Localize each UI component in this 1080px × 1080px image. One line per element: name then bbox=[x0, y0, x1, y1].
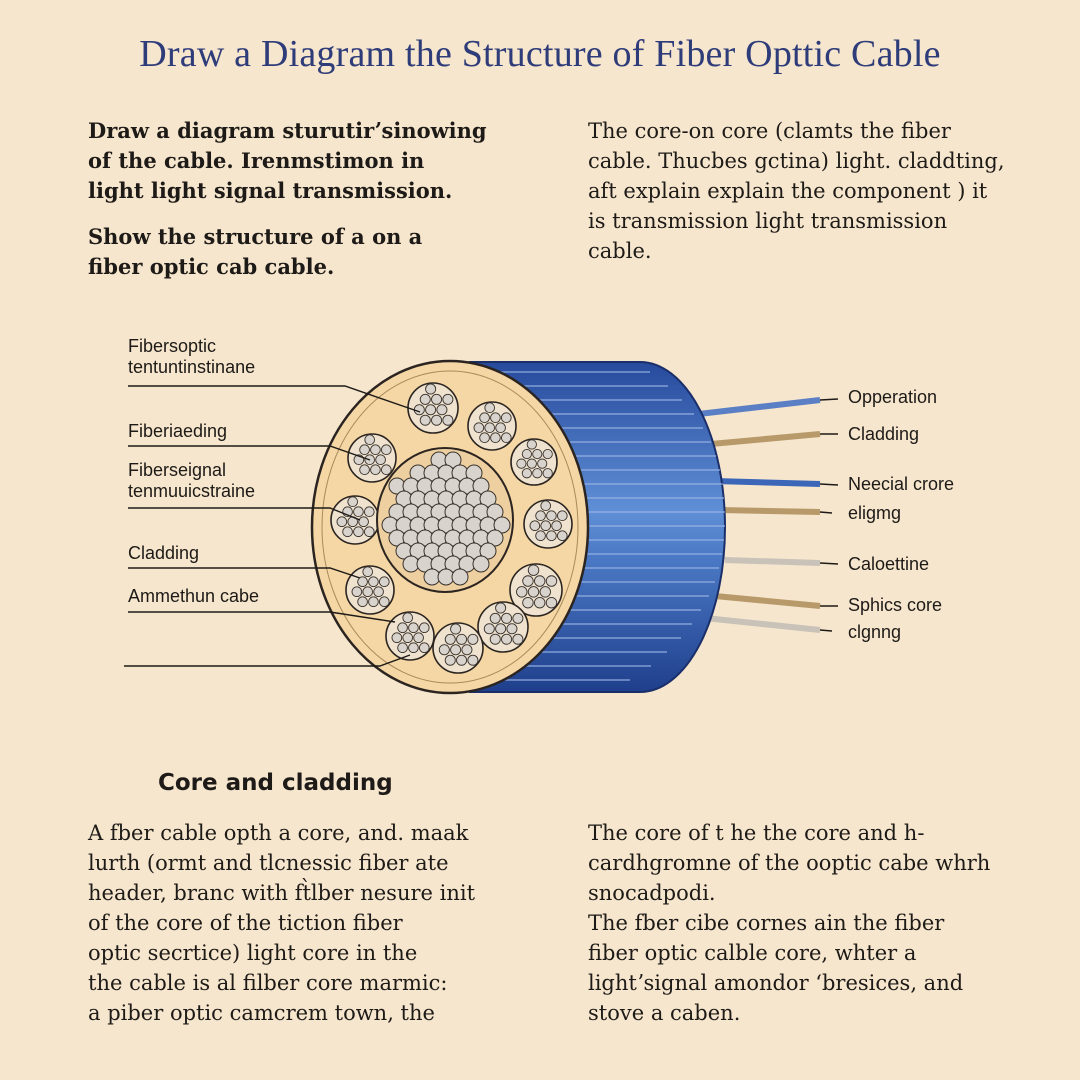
label-cladding: Cladding bbox=[128, 543, 200, 563]
bottom-right-paragraph: The core of t he the core and h- cardhgr… bbox=[588, 821, 991, 1025]
label-fiber-signal: Fiberseignal tenmuuicstraine bbox=[128, 460, 256, 501]
label-cable: Ammethun cabe bbox=[128, 586, 260, 606]
cable-cross-section bbox=[310, 359, 590, 695]
central-core-strands bbox=[381, 451, 511, 586]
fiber-bundle bbox=[347, 433, 397, 483]
label-special-core: Neecial crore bbox=[848, 474, 955, 494]
bottom-left-paragraph: A fber cable opth a core, and. maak lurt… bbox=[88, 821, 476, 1025]
intro-left-paragraph-2: Show the structure of a on a fiber optic… bbox=[88, 224, 423, 279]
fiber-bundle bbox=[509, 563, 563, 617]
label-fiber-optic: Fiberѕoptic tentuntinstinane bbox=[128, 336, 256, 377]
label-sphics-core: Sphics core bbox=[848, 595, 943, 615]
intro-left-paragraph-1: Draw a diagram sturutirʼsinowing of the … bbox=[88, 118, 487, 203]
fiber-bundle bbox=[477, 601, 529, 653]
intro-right-paragraph: The core-on core (clamts the fiber cable… bbox=[588, 119, 1005, 263]
fiber-bundle bbox=[385, 611, 435, 661]
fiber-bundle bbox=[523, 499, 573, 549]
right-leader-lines bbox=[819, 398, 839, 632]
fiber-bundle bbox=[330, 495, 380, 545]
right-wires bbox=[689, 397, 821, 633]
page-title: Draw a Diagram the Structure of Fiber Op… bbox=[139, 33, 941, 75]
fiber-bundle bbox=[407, 382, 459, 434]
fiber-bundle bbox=[432, 622, 484, 674]
fiber-bundle bbox=[345, 565, 395, 615]
label-clgnng: clgnng bbox=[848, 622, 902, 642]
fiber-bundle bbox=[510, 438, 558, 486]
leader-lines bbox=[124, 385, 421, 667]
section-heading: Core and cladding bbox=[158, 770, 393, 796]
fiber-bundle bbox=[467, 401, 517, 451]
label-caloettine: Caloettine bbox=[848, 554, 930, 574]
label-operation: Opperation bbox=[848, 387, 938, 407]
label-eligmg: eligmg bbox=[848, 503, 902, 523]
label-right-cladding: Cladding bbox=[848, 424, 920, 444]
label-fiber-cladding: Fiberiaeding bbox=[128, 421, 228, 441]
